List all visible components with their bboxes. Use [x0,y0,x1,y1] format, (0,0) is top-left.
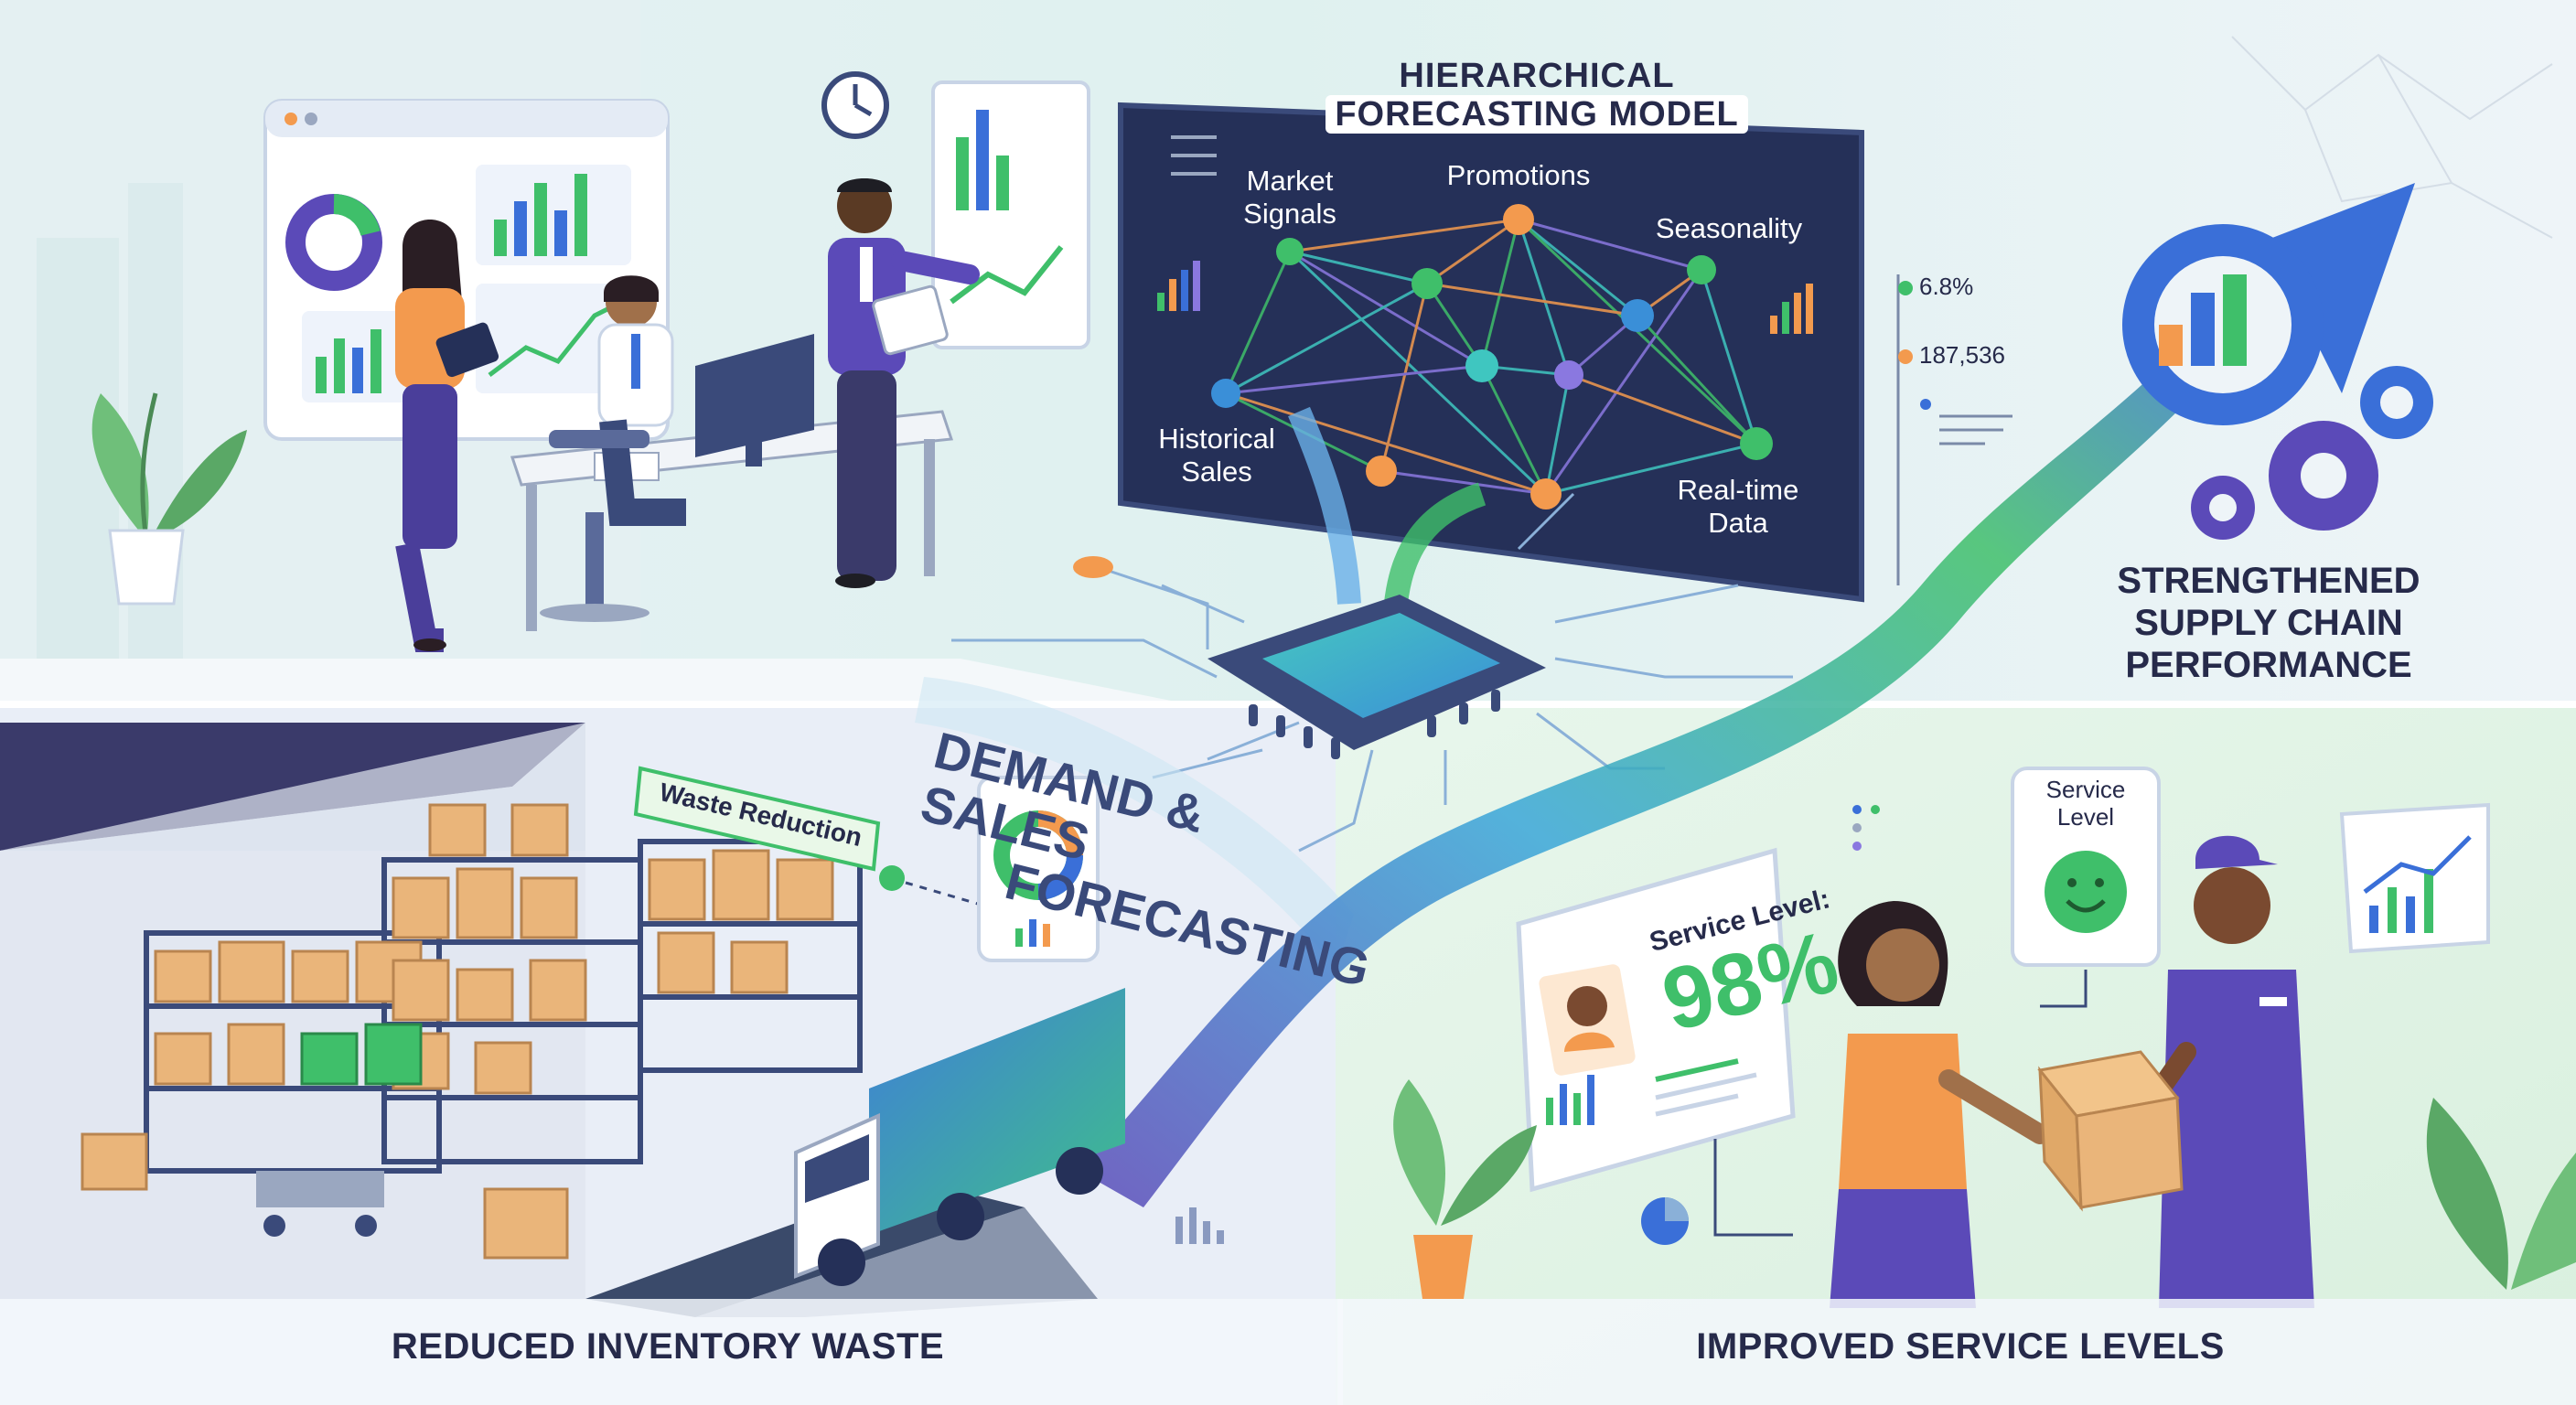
donut-card [977,776,1100,962]
service-bubble-line1: Service [2045,776,2126,803]
performance-title-line2: SUPPLY CHAIN [2134,603,2403,643]
performance-title: STRENGTHENED SUPPLY CHAIN PERFORMANCE [2067,560,2470,686]
node-label-seasonality: Seasonality [1655,212,1803,244]
customer-woman [1830,901,2050,1308]
node-label-market-line2: Signals [1243,198,1336,230]
node-label-market-line1: Market [1246,165,1334,197]
node-label-realtime-line2: Data [1708,507,1768,539]
caption-improved-service-levels: IMPROVED SERVICE LEVELS [1696,1326,2225,1367]
plant-left [1393,1079,1537,1299]
warehouse [0,723,863,1299]
node-label-promotions: Promotions [1446,159,1591,191]
delivery-truck [794,988,1125,1286]
plant-office [91,392,247,606]
node-label-realtime-line1: Real-time [1677,474,1799,506]
node-label-realtime-data: Real-time Data [1647,474,1830,540]
node-label-historical-line1: Historical [1158,423,1275,455]
trend-card [2339,802,2490,954]
clock-icon [821,71,889,139]
service-bubble-line2: Level [2056,803,2115,831]
network-title-line2: FORECASTING MODEL [1326,95,1748,134]
forecasting-network-panel [1118,102,1864,615]
gear-icon [2122,224,2433,540]
metric-value-1: 6.8% [1919,273,1974,300]
processor-chip [951,492,1793,853]
waste-reduction-tag [633,766,1016,917]
analyst-woman [395,220,499,652]
plant-right [2426,1098,2576,1290]
package-box [2037,1050,2184,1212]
performance-title-line3: PERFORMANCE [2125,645,2412,685]
service-dashboard [1516,847,1796,1193]
wall-board [931,80,1090,349]
node-label-market-signals: Market Signals [1180,165,1400,231]
service-level-bubble [2011,767,2161,1008]
node-label-historical-line2: Sales [1181,456,1252,488]
metric-value-2: 187,536 [1919,341,2005,369]
network-title: HIERARCHICAL FORECASTING MODEL [1299,57,1775,134]
performance-title-line1: STRENGTHENED [2117,561,2420,601]
analyst-man-seated [540,275,686,622]
caption-reduced-inventory-waste: REDUCED INVENTORY WASTE [391,1326,945,1367]
node-label-historical-sales: Historical Sales [1125,423,1308,488]
service-level-bubble-label: Service Level [2012,776,2159,831]
presenter-man [828,178,980,588]
network-title-line1: HIERARCHICAL [1399,57,1675,95]
